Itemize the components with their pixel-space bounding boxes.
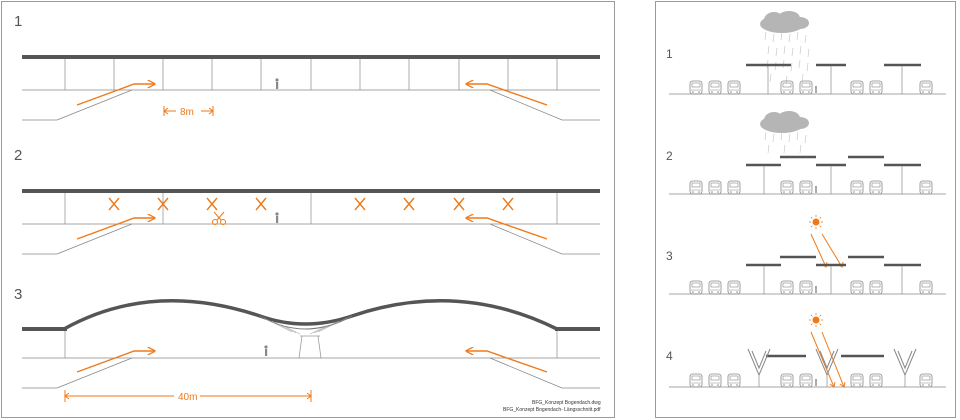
- sun-icon-2: [808, 312, 824, 328]
- access-arrows-1: [76, 84, 548, 106]
- ground-tracks-4: [669, 374, 946, 387]
- canopy-flat-3: [746, 255, 921, 267]
- access-arrows-2: [76, 218, 548, 240]
- roof-edge-right: [555, 327, 600, 331]
- right-step-3-label: 3: [666, 249, 673, 263]
- ground-ramps-3: [22, 357, 600, 389]
- ground-tracks-2: [669, 181, 946, 194]
- right-step-1-label: 1: [666, 47, 673, 61]
- file-name-dwg: BFG_Konzept Bogendach.dwg: [532, 400, 601, 406]
- section-3: 40m: [22, 299, 600, 403]
- cross-section-4: [669, 312, 946, 388]
- ground-ramps-1: [22, 89, 600, 121]
- right-step-4-label: 4: [666, 349, 673, 363]
- dimension-8m: [163, 106, 214, 116]
- cross-section-1: [669, 11, 946, 94]
- canopy-posts-4: [758, 375, 906, 387]
- sun-rays-3: [810, 233, 844, 268]
- canopy-flat-2: [746, 155, 921, 167]
- flat-roof-1: [22, 55, 600, 59]
- dimension-40m-label: 40m: [178, 392, 197, 403]
- removed-column-marks: [108, 197, 514, 211]
- central-support: [64, 331, 558, 359]
- canopy-posts-1: [767, 66, 903, 94]
- ground-ramps-2: [22, 223, 600, 255]
- scissors-icon: [212, 211, 226, 225]
- rain-icon: [764, 31, 810, 85]
- section-1: 8m: [22, 55, 600, 121]
- longitudinal-section-panel: 1 8m 2: [1, 1, 615, 418]
- cross-section-2: [669, 111, 946, 194]
- person-figure-3: [264, 345, 268, 356]
- roof-edge-left: [22, 327, 67, 331]
- columns-2: [64, 193, 558, 224]
- cross-section-panel: 1 2: [655, 1, 956, 418]
- ground-tracks-1: [669, 81, 946, 94]
- cross-section-drawing: 1 2: [666, 11, 955, 388]
- longitudinal-section-drawing: 1 8m 2: [14, 13, 601, 413]
- person-figure-1: [275, 78, 279, 89]
- cloud-icon: [760, 11, 809, 33]
- right-step-2-label: 2: [666, 149, 673, 163]
- step-3-label: 3: [14, 286, 22, 303]
- flat-roof-2: [22, 189, 600, 193]
- person-figure-2: [275, 212, 279, 223]
- section-2: [22, 189, 600, 255]
- step-1-label: 1: [14, 13, 22, 30]
- dimension-40m: [64, 390, 312, 402]
- columns-1: [64, 59, 558, 90]
- cross-section-3: [669, 214, 946, 294]
- rain-icon-2: [764, 131, 807, 154]
- v-shaped-canopies: [747, 348, 917, 377]
- dimension-8m-label: 8m: [180, 107, 194, 118]
- access-arrows-3: [76, 351, 548, 373]
- sun-rays-4: [810, 331, 846, 388]
- arched-roof: [63, 299, 558, 335]
- file-name-pdf: BFG_Konzept Bogendach- Längsschnitt.pdf: [503, 407, 601, 413]
- step-2-label: 2: [14, 147, 22, 164]
- cloud-icon-2: [760, 111, 809, 133]
- sun-icon: [808, 214, 824, 230]
- canopy-posts-3: [763, 266, 903, 294]
- canopy-posts-2: [763, 166, 903, 194]
- ground-tracks-3: [669, 281, 946, 294]
